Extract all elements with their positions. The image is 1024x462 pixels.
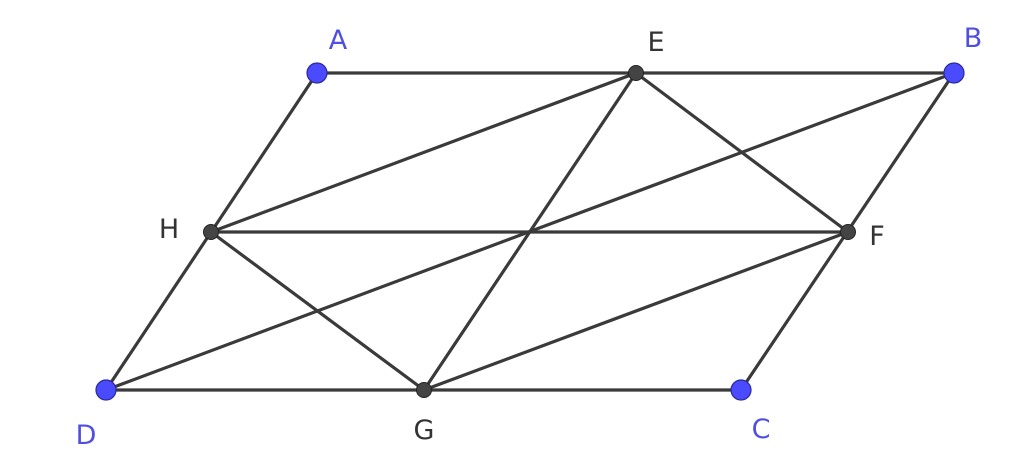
point-label-c: C <box>752 414 771 445</box>
point-a[interactable] <box>306 62 328 84</box>
point-e[interactable] <box>628 65 644 81</box>
labels-layer: A B C D E F G H <box>76 23 983 451</box>
point-d[interactable] <box>95 379 117 401</box>
segment-db <box>104 71 956 392</box>
segment-he <box>209 71 638 234</box>
point-label-f: F <box>869 221 885 252</box>
points-layer <box>95 62 965 401</box>
segments-layer <box>104 71 956 392</box>
point-f[interactable] <box>840 224 856 240</box>
point-label-a: A <box>329 25 348 56</box>
point-g[interactable] <box>416 382 432 398</box>
point-label-d: D <box>76 420 97 451</box>
segment-gf <box>422 230 850 392</box>
point-label-h: H <box>159 214 179 245</box>
point-b[interactable] <box>943 62 965 84</box>
point-c[interactable] <box>730 379 752 401</box>
point-label-g: G <box>414 415 435 446</box>
point-label-e: E <box>647 27 664 58</box>
point-h[interactable] <box>203 224 219 240</box>
point-label-b: B <box>964 23 983 54</box>
